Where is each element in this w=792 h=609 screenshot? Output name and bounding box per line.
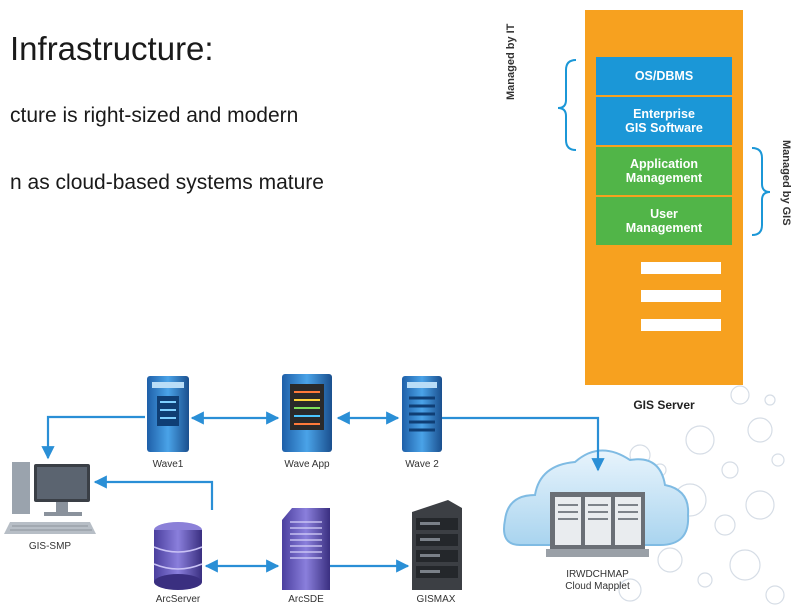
connector-wave2-cloud (440, 416, 605, 472)
bullet-text: cture is right-sized and modern (10, 104, 299, 127)
gis-server-title: GIS Server (633, 398, 695, 412)
gis-server-panel: OS/DBMS Enterprise GIS Software Applicat… (585, 10, 743, 385)
node-label-wave-app: Wave App (284, 459, 330, 470)
node-label-cloud-mapplet: IRWDCHMAP Cloud Mapplet (565, 569, 630, 592)
arcserver-database-icon (153, 522, 203, 590)
placeholder-bar (641, 262, 721, 274)
wave-app-server-icon (282, 374, 332, 452)
layer-application-management: Application Management (596, 147, 732, 195)
node-label-wave2: Wave 2 (405, 459, 439, 470)
layer-user-management: User Management (596, 197, 732, 245)
wave1-server-icon (147, 376, 189, 452)
cloud-mapplet-server-icon (546, 492, 649, 557)
connector-arcsde-gissmp (93, 475, 214, 510)
layer-os-dbms: OS/DBMS (596, 57, 732, 95)
node-label-gismax: GISMAX (416, 594, 456, 605)
gis-smp-computer-icon (4, 462, 96, 534)
managed-by-gis-bracket (751, 147, 771, 236)
layer-enterprise-gis-software: Enterprise GIS Software (596, 97, 732, 145)
placeholder-bar (641, 290, 721, 302)
node-label-arcsde: ArcSDE (288, 594, 324, 605)
arcsde-server-icon (282, 508, 330, 590)
managed-by-it-bracket (557, 59, 577, 151)
placeholder-bar (641, 319, 721, 331)
gismax-server-icon (412, 500, 462, 590)
node-label-wave1: Wave1 (152, 459, 184, 470)
slide-heading: Infrastructure: (10, 30, 214, 67)
bullet-text: n as cloud-based systems mature (10, 171, 324, 194)
wave2-server-icon (402, 376, 442, 452)
node-label-gis-smp: GIS-SMP (28, 541, 72, 552)
connector-wave1-gissmp (41, 415, 145, 460)
node-label-arcserver: ArcServer (155, 594, 201, 605)
